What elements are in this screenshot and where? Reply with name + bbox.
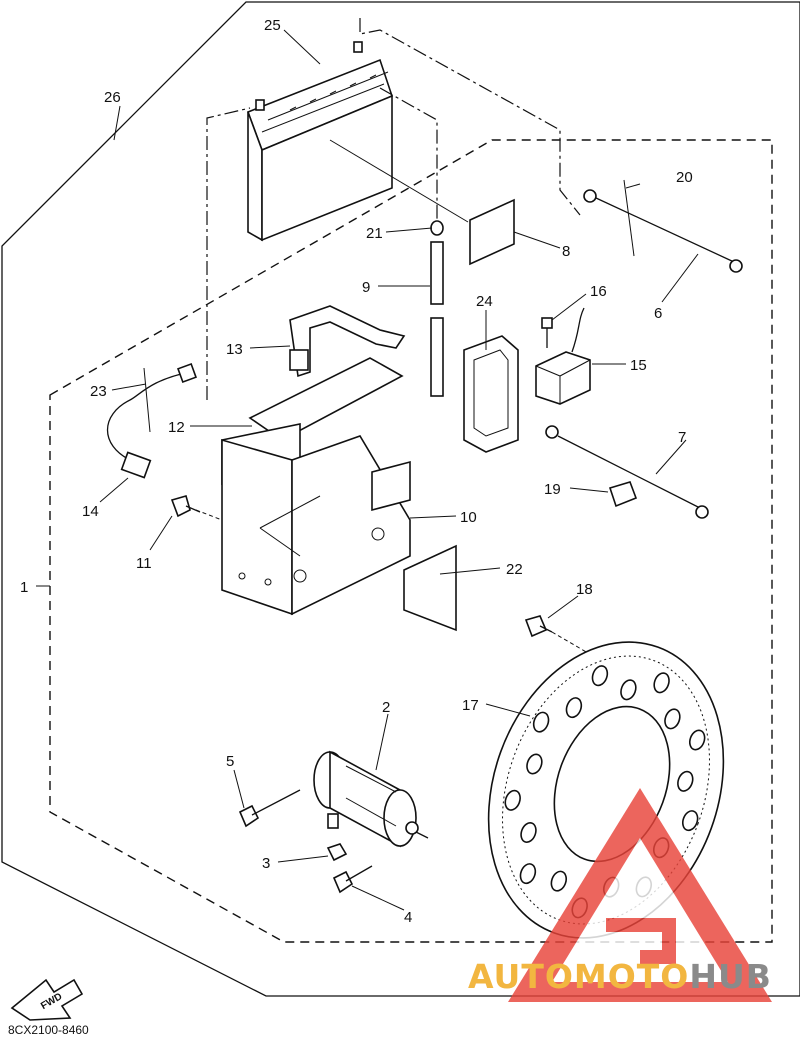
callout-17: 17: [462, 697, 479, 714]
disc-hole: [591, 665, 609, 687]
cover: [463, 335, 519, 453]
callout-14: 14: [82, 503, 99, 520]
callout-15: 15: [630, 357, 647, 374]
callout-22: 22: [506, 561, 523, 578]
nut-3: [326, 843, 348, 862]
callout-11: 11: [136, 555, 152, 572]
callout-4: 4: [404, 909, 412, 926]
watermark-text-part2: HUB: [689, 957, 772, 996]
watermark-logo: [508, 788, 772, 1002]
disc-hole: [526, 753, 543, 775]
bolt-5: [238, 789, 301, 828]
callout-24: 24: [476, 293, 493, 310]
leader-lines: [36, 29, 699, 911]
callout-2: 2: [382, 699, 390, 716]
battery-bracket: [221, 423, 411, 616]
battery-pad: [469, 198, 515, 266]
disc-hole: [519, 863, 537, 885]
disc-hole: [677, 770, 694, 792]
kit-outline: [1, 1, 800, 997]
callout-3: 3: [262, 855, 270, 872]
callout-18: 18: [576, 581, 593, 598]
positive-lead: [545, 425, 709, 519]
callout-12: 12: [168, 419, 185, 436]
callout-13: 13: [226, 341, 243, 358]
rubber-sheet: [403, 544, 457, 632]
callout-19: 19: [544, 481, 561, 498]
lead-wire: [106, 363, 197, 479]
callout-26: 26: [104, 89, 121, 106]
callout-10: 10: [460, 509, 477, 526]
disc-hole: [664, 708, 681, 730]
disc-hole: [681, 810, 699, 832]
disc-hole: [565, 697, 583, 719]
callout-labels: 25 26 20 8 21 9 24 16 6 13 15 23 12 7 19…: [20, 17, 693, 926]
callout-1: 1: [20, 579, 28, 596]
callout-8: 8: [562, 243, 570, 260]
part-code: 8CX2100-8460: [8, 1023, 89, 1037]
bolt-18: [524, 615, 601, 661]
callout-21: 21: [366, 225, 383, 242]
assembly-outline: [49, 139, 773, 943]
disc-hole: [504, 789, 521, 811]
watermark-text-part1: AUTOMOTO: [468, 957, 689, 996]
disc-hole: [520, 822, 537, 843]
disc-hole: [532, 711, 550, 733]
starter-relay: [535, 307, 591, 405]
disc-hole: [688, 729, 706, 751]
callout-20: 20: [676, 169, 693, 186]
disc-hole: [550, 870, 568, 892]
fwd-arrow-icon: FWD: [10, 978, 84, 1021]
starter-motor: [313, 750, 429, 848]
negative-lead: [583, 179, 743, 273]
disc-hole: [653, 672, 670, 694]
callout-23: 23: [90, 383, 107, 400]
callout-5: 5: [226, 753, 234, 770]
callout-9: 9: [362, 279, 370, 296]
disc-hole: [620, 679, 637, 701]
battery: [246, 41, 393, 242]
bolt-4: [332, 865, 373, 894]
battery-band: [289, 305, 406, 378]
callout-7: 7: [678, 429, 686, 446]
callout-6: 6: [654, 305, 662, 322]
sheet: [248, 357, 404, 441]
bolt-11: [170, 495, 201, 518]
callout-16: 16: [590, 283, 607, 300]
clip-and-rod: [430, 220, 444, 397]
callout-25: 25: [264, 17, 281, 34]
svg-text:AUTOMOTOHUB: AUTOMOTOHUB: [468, 957, 772, 996]
